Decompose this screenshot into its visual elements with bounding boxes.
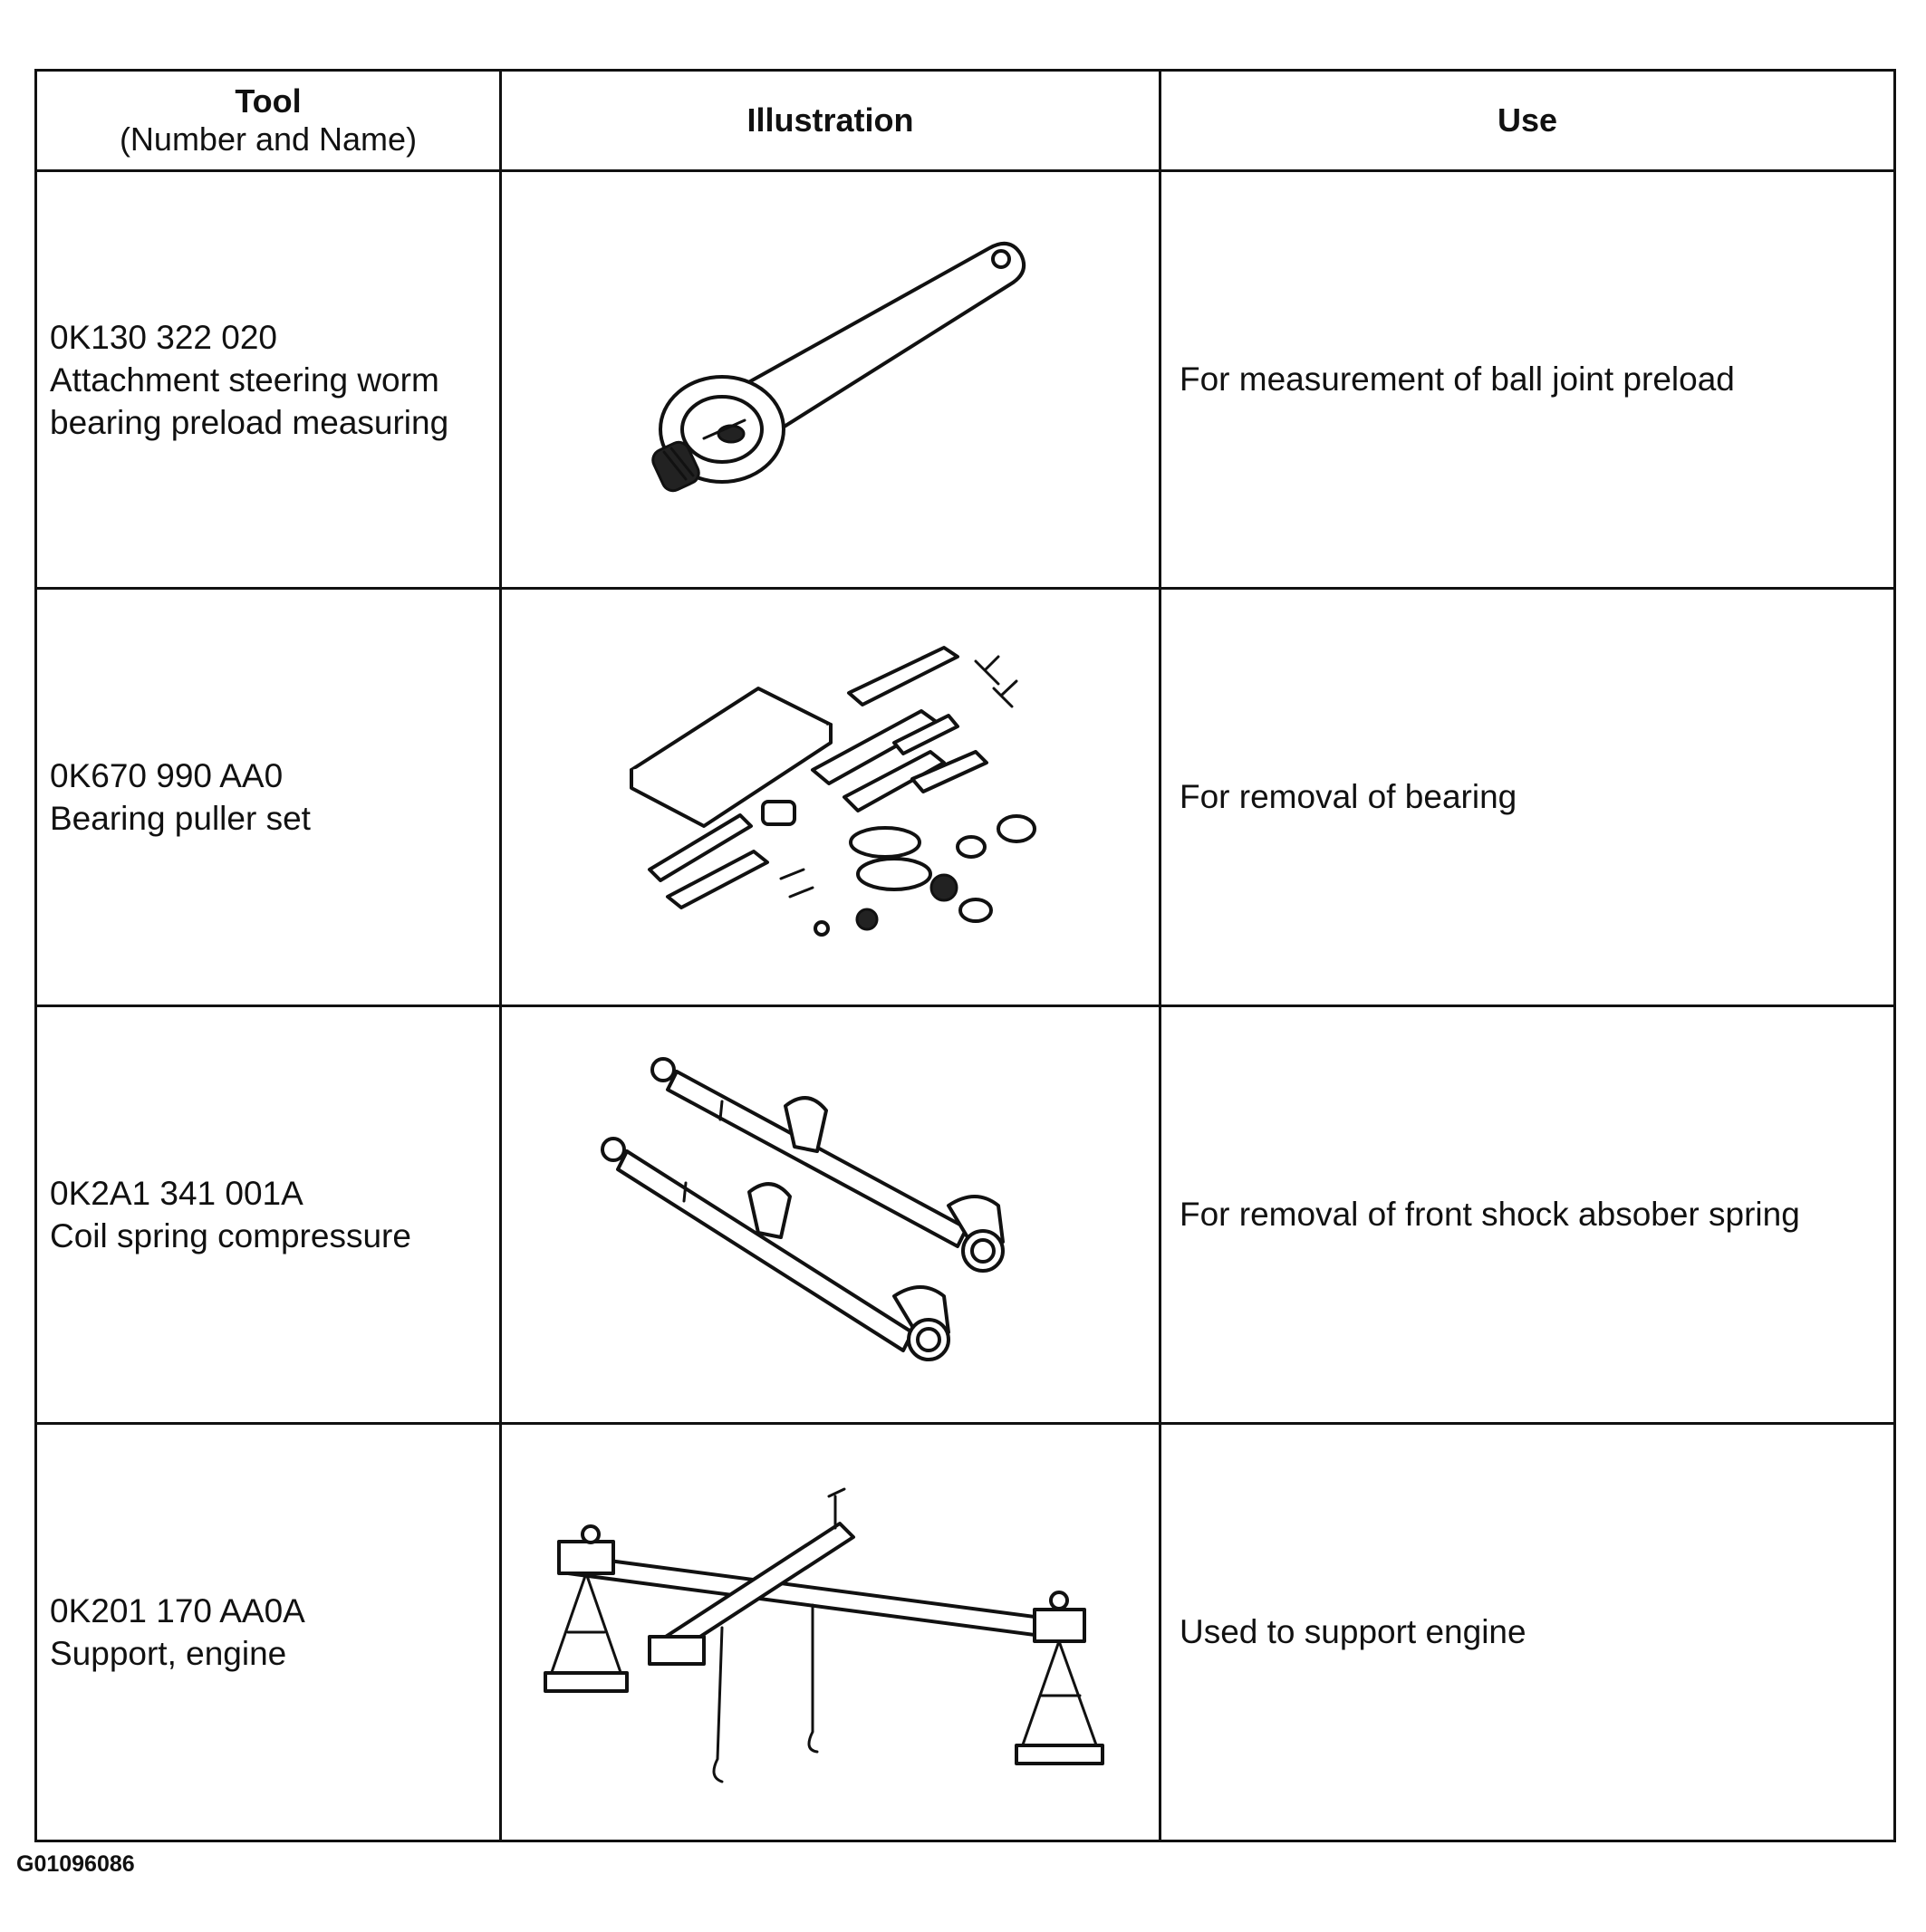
preload-measuring-wrench-icon xyxy=(650,241,1026,493)
tool-number: 0K670 990 AA0 xyxy=(50,757,284,794)
header-illustration: Illustration xyxy=(499,69,1161,172)
use-cell: Used to support engine xyxy=(1159,1422,1896,1842)
table-row: 0K670 990 AA0 Bearing puller set xyxy=(34,587,1896,1007)
coil-spring-compressor-icon xyxy=(600,1057,1005,1361)
illustration-cell xyxy=(499,587,1161,1007)
illustration-cell xyxy=(499,1004,1161,1425)
tool-name: Attachment steering worm bearing preload… xyxy=(50,360,449,441)
special-tools-table: Tool (Number and Name) Illustration Use … xyxy=(34,69,1896,1842)
header-tool-subtitle: (Number and Name) xyxy=(119,120,418,158)
header-use-label: Use xyxy=(1497,101,1558,139)
use-cell: For removal of front shock absober sprin… xyxy=(1159,1004,1896,1425)
table-header-row: Tool (Number and Name) Illustration Use xyxy=(34,69,1896,172)
engine-support-bar-icon xyxy=(543,1487,1104,1783)
illustration-cell xyxy=(499,1422,1161,1842)
header-tool: Tool (Number and Name) xyxy=(34,69,502,172)
header-tool-title: Tool xyxy=(235,82,302,120)
tool-number: 0K2A1 341 001A xyxy=(50,1175,303,1212)
figure-id: G01096086 xyxy=(16,1851,135,1877)
table-row: 0K2A1 341 001A Coil spring compressure xyxy=(34,1004,1896,1425)
tool-cell: 0K130 322 020 Attachment steering worm b… xyxy=(34,169,502,590)
tool-number: 0K130 322 020 xyxy=(50,318,278,356)
table-row: 0K201 170 AA0A Support, engine xyxy=(34,1422,1896,1842)
tool-name: Coil spring compressure xyxy=(50,1217,411,1254)
tool-cell: 0K201 170 AA0A Support, engine xyxy=(34,1422,502,1842)
tool-name: Bearing puller set xyxy=(50,800,311,837)
header-illustration-label: Illustration xyxy=(746,101,914,139)
use-cell: For measurement of ball joint preload xyxy=(1159,169,1896,590)
tool-number: 0K201 170 AA0A xyxy=(50,1592,305,1629)
tool-name: Support, engine xyxy=(50,1635,287,1672)
table-row: 0K130 322 020 Attachment steering worm b… xyxy=(34,169,1896,590)
tool-cell: 0K670 990 AA0 Bearing puller set xyxy=(34,587,502,1007)
header-use: Use xyxy=(1159,69,1896,172)
illustration-cell xyxy=(499,169,1161,590)
use-cell: For removal of bearing xyxy=(1159,587,1896,1007)
tool-cell: 0K2A1 341 001A Coil spring compressure xyxy=(34,1004,502,1425)
bearing-puller-set-icon xyxy=(629,646,1036,937)
